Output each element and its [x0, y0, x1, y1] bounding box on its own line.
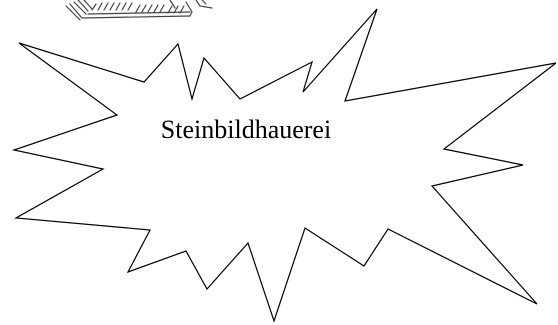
stacked-books-sketch-icon: [66, 0, 212, 20]
burst-label: Steinbildhauerei: [161, 115, 331, 144]
starburst-shape: [14, 9, 556, 321]
